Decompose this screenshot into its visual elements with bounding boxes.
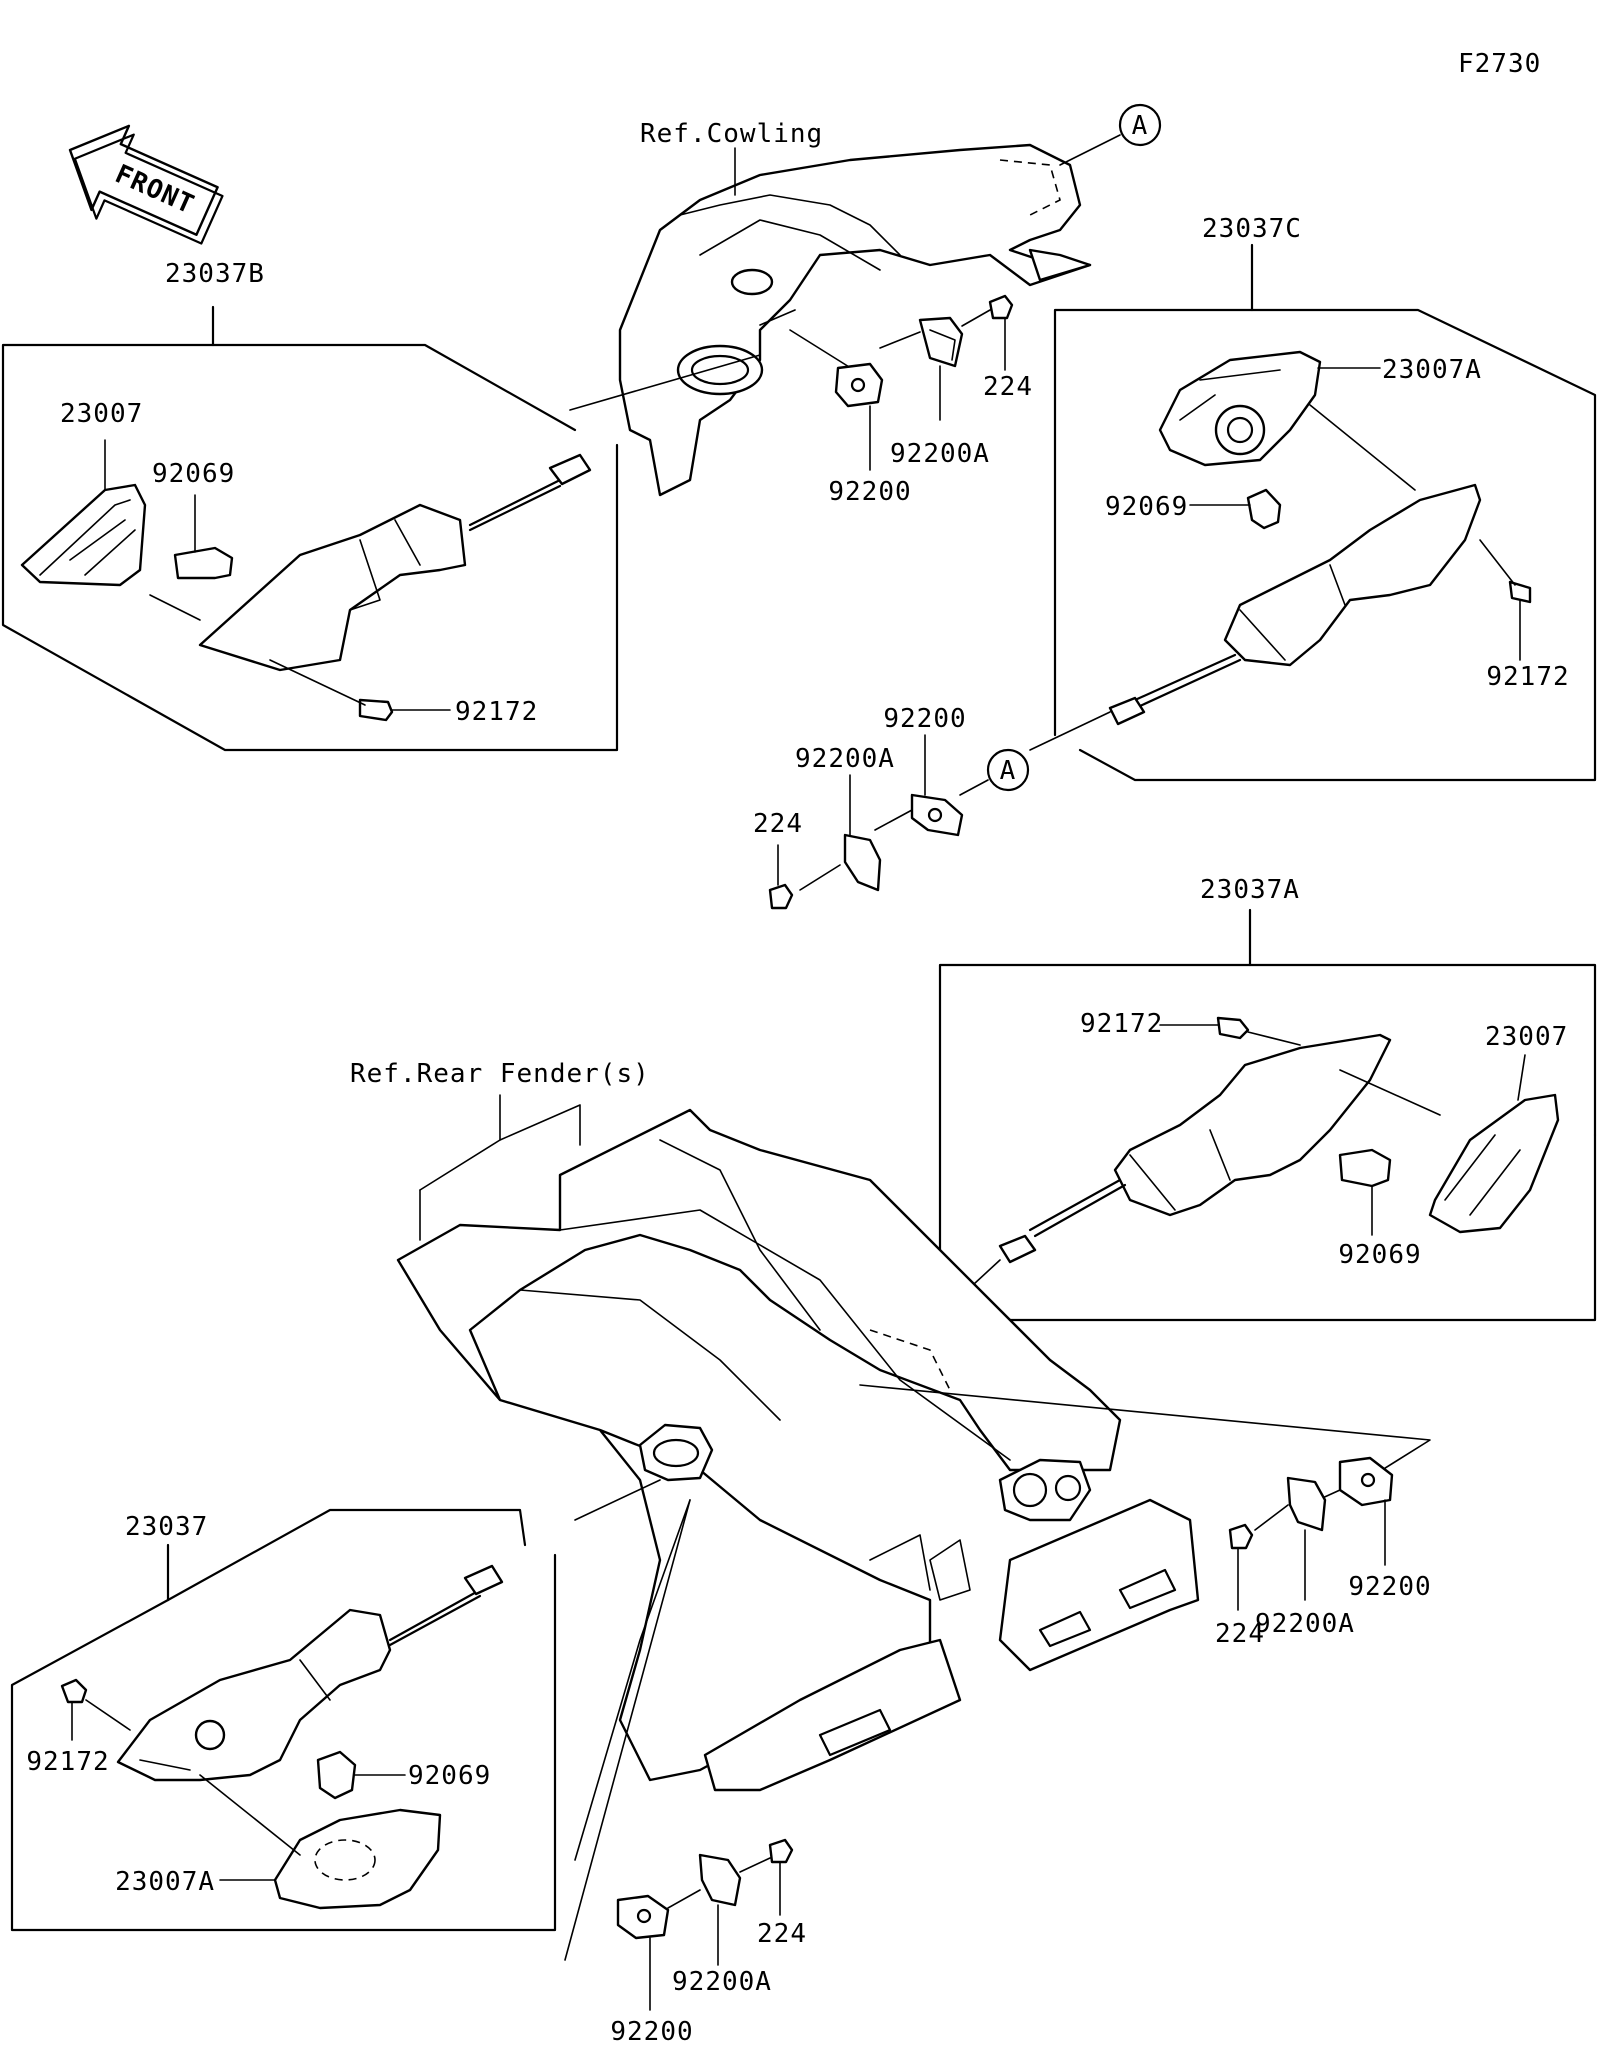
cowling-crease bbox=[699, 219, 881, 271]
label-23007-rr: 23007 bbox=[1485, 1022, 1568, 1052]
label-224-rr: 224 bbox=[1215, 1619, 1265, 1649]
cowling-tip bbox=[1028, 248, 1092, 282]
label-92200a-rr: 92200A bbox=[1255, 1609, 1355, 1639]
connector-23037 bbox=[463, 1564, 504, 1596]
bolt-224-top bbox=[988, 294, 1014, 320]
connector-marker-a-center: A bbox=[959, 748, 1030, 796]
label-92200a-center: 92200A bbox=[795, 744, 895, 774]
housing-23037 bbox=[116, 1608, 392, 1782]
lens-23007a-fr-socket bbox=[1214, 404, 1266, 456]
marker-a-top-label: A bbox=[1132, 111, 1149, 141]
connector-23037c bbox=[1108, 696, 1146, 726]
label-23007a-rl: 23007A bbox=[115, 1867, 215, 1897]
cowling-reference-part bbox=[618, 143, 1092, 497]
fender-lamp-mount-left bbox=[638, 1423, 714, 1482]
cowling-hidden-edge bbox=[999, 159, 1061, 216]
connector-23037a bbox=[998, 1234, 1037, 1264]
bulb-92069-rl bbox=[316, 1750, 357, 1800]
bracket-92200a-rr bbox=[1286, 1476, 1327, 1532]
rear-right-mount-hardware bbox=[859, 1384, 1431, 1611]
bracket-92200a-center bbox=[843, 833, 882, 892]
label-92069-fl: 92069 bbox=[152, 459, 235, 489]
cowling-inner-line bbox=[679, 194, 901, 256]
group-23037c-frame bbox=[1053, 243, 1254, 737]
group-23037a bbox=[934, 908, 1597, 1322]
screw-92172-fl bbox=[358, 698, 394, 722]
lens-23007-rr bbox=[1428, 1093, 1560, 1234]
front-arrow-shadow bbox=[73, 133, 224, 245]
label-224-top: 224 bbox=[983, 372, 1033, 402]
label-224-rl: 224 bbox=[757, 1919, 807, 1949]
label-23007a-fr: 23007A bbox=[1382, 355, 1482, 385]
label-92200a-top: 92200A bbox=[890, 439, 990, 469]
label-92172-rl: 92172 bbox=[26, 1747, 109, 1777]
bracket-92200a-rl bbox=[698, 1853, 742, 1907]
fender-bracket-left bbox=[703, 1638, 962, 1792]
label-92200-rr: 92200 bbox=[1348, 1572, 1431, 1602]
label-23037c: 23037C bbox=[1202, 214, 1302, 244]
figure-code: F2730 bbox=[1458, 49, 1541, 79]
label-23007-fl: 23007 bbox=[60, 399, 143, 429]
label-92200-center: 92200 bbox=[883, 704, 966, 734]
front-direction-arrow: FRONT bbox=[68, 124, 224, 245]
group-23037 bbox=[10, 1479, 691, 1961]
group-23037c bbox=[1029, 243, 1597, 782]
rear-fender-reference-part bbox=[396, 1094, 1200, 1792]
cowling-mount-hole bbox=[730, 268, 774, 296]
plate-92200-rr bbox=[1338, 1456, 1394, 1507]
housing-23037a bbox=[1113, 1033, 1392, 1217]
ref-rear-fender-label: Ref.Rear Fender(s) bbox=[350, 1059, 650, 1089]
bolt-224-rl bbox=[768, 1838, 794, 1864]
connector-marker-a-top: A bbox=[1059, 103, 1162, 166]
label-92172-fr: 92172 bbox=[1486, 662, 1569, 692]
label-224-center: 224 bbox=[753, 809, 803, 839]
label-92069-rl: 92069 bbox=[408, 1761, 491, 1791]
lens-23007a-rl bbox=[273, 1808, 442, 1910]
group-23037-frame bbox=[10, 1543, 557, 1932]
cowling-body bbox=[618, 143, 1092, 497]
center-mount-hardware bbox=[768, 734, 964, 910]
plate-92200-top bbox=[834, 362, 884, 408]
group-23037b bbox=[1, 305, 761, 752]
rear-left-mount-hardware bbox=[616, 1838, 794, 2011]
bulb-92069-fr bbox=[1246, 488, 1282, 530]
plate-92200-center bbox=[910, 793, 964, 837]
top-mount-hardware bbox=[759, 294, 1014, 471]
label-23037: 23037 bbox=[125, 1512, 208, 1542]
label-23037a: 23037A bbox=[1200, 875, 1300, 905]
screw-92172-fr bbox=[1508, 580, 1532, 604]
housing-23037c bbox=[1223, 483, 1482, 667]
cowling-lamp-opening bbox=[676, 344, 764, 396]
label-92200-top: 92200 bbox=[828, 477, 911, 507]
bolt-224-center bbox=[768, 883, 794, 910]
cowling-lamp-inner bbox=[690, 354, 750, 386]
label-92200-rl: 92200 bbox=[610, 2017, 693, 2047]
marker-a-center-label: A bbox=[1000, 756, 1017, 786]
wire-leader-23037b bbox=[569, 354, 761, 411]
bulb-92069-rr bbox=[1338, 1148, 1392, 1188]
label-92172-rr: 92172 bbox=[1080, 1009, 1163, 1039]
label-92069-rr: 92069 bbox=[1338, 1240, 1421, 1270]
plate-92200-rl bbox=[616, 1894, 670, 1940]
housing-23037b bbox=[198, 503, 467, 672]
screw-92172-rr bbox=[1216, 1016, 1250, 1040]
bulb-92069-fl bbox=[173, 546, 234, 580]
bolt-224-rr bbox=[1228, 1523, 1254, 1550]
rear-fender-body bbox=[396, 1108, 1122, 1782]
fender-bracket-right bbox=[998, 1498, 1200, 1672]
screw-92172-rl bbox=[60, 1678, 88, 1704]
ref-cowling-label: Ref.Cowling bbox=[640, 119, 823, 149]
label-92200a-rl: 92200A bbox=[672, 1967, 772, 1997]
label-92069-fr: 92069 bbox=[1105, 492, 1188, 522]
bracket-92200a-top bbox=[918, 316, 964, 368]
label-92172-fl: 92172 bbox=[455, 697, 538, 727]
label-23037b: 23037B bbox=[165, 259, 265, 289]
connector-23037b bbox=[548, 453, 592, 486]
